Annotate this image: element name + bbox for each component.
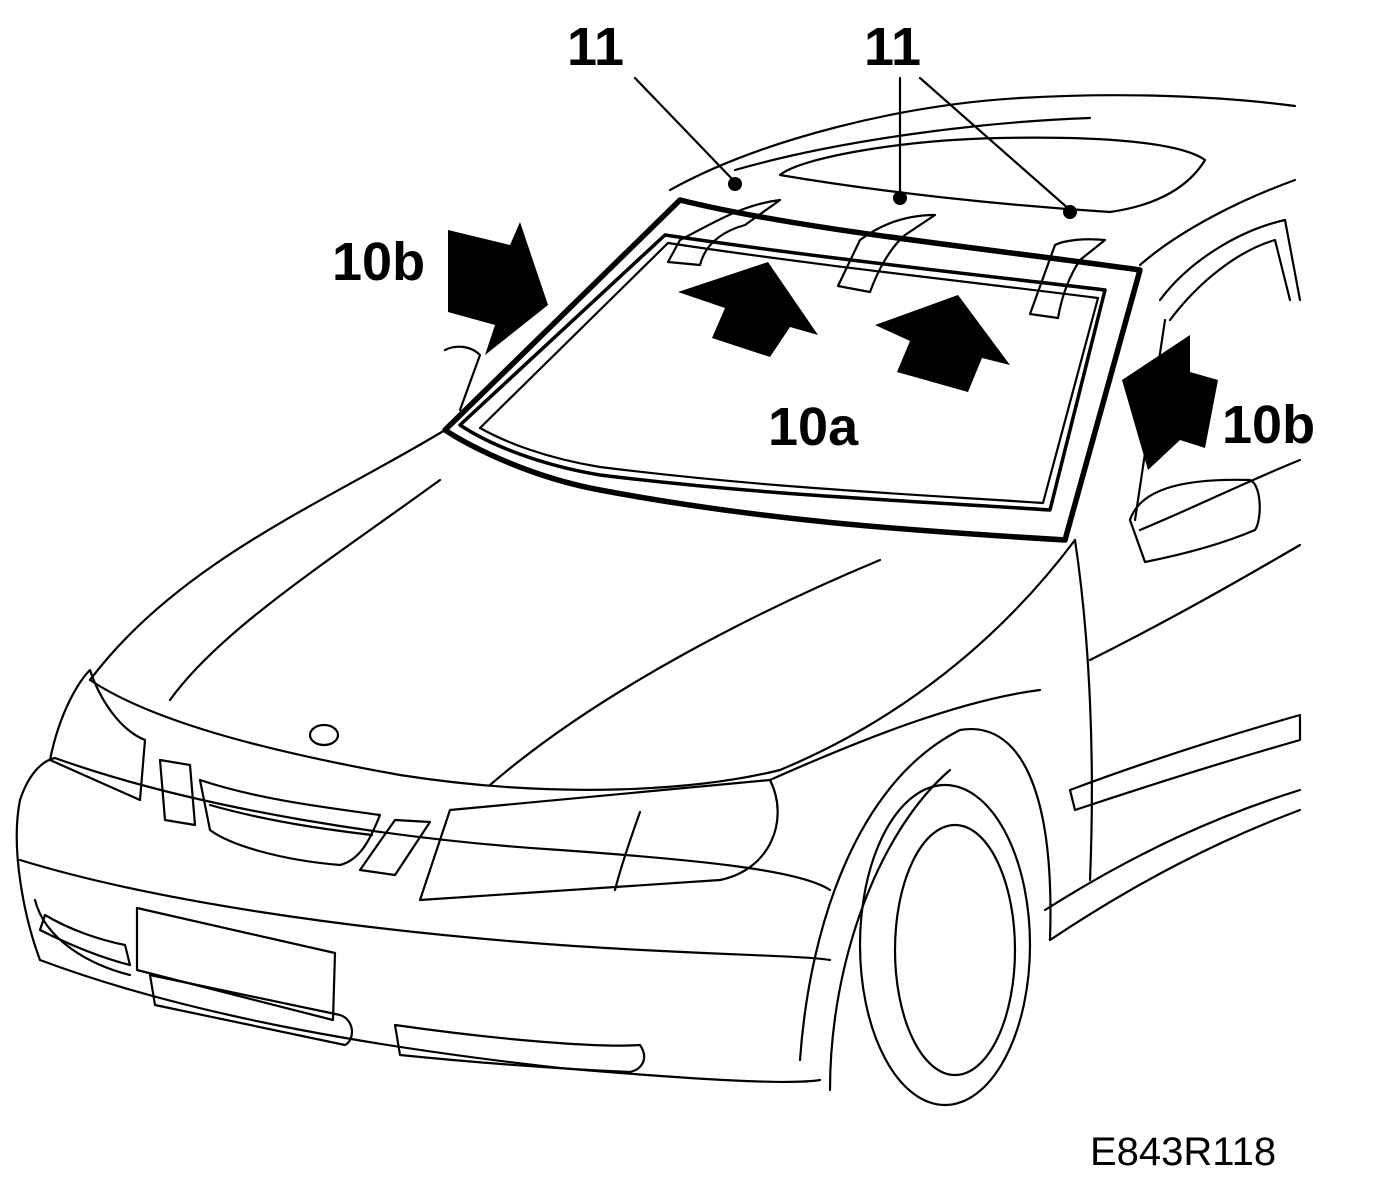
clip-middle [836,213,937,294]
clip-left [666,198,782,267]
arrow-10a-right [875,295,1010,392]
side-rail [1138,178,1297,267]
door-line [1073,538,1093,882]
clip-right [1028,238,1107,320]
grille-slat [208,803,374,837]
car-body [15,94,1302,1107]
windscreen-glass-edge [458,233,1107,512]
tyre-inner [893,823,1017,1077]
arrow-10b-right [1122,335,1218,470]
bumper-bottom [38,958,822,1084]
leader-line-clip-right [918,76,1072,212]
bumper-intake-right [393,1023,646,1074]
side-mirror [1128,478,1261,564]
windscreen [442,197,1143,543]
grille-small-left [158,758,197,827]
bumper-intake-center [148,973,353,1047]
wheel-arch [798,727,1052,1062]
clip-label-2: 11 [864,17,922,77]
headlight-left [48,668,147,802]
wheel-arch-inner [828,768,952,1092]
leader-line-clip-left [633,76,737,184]
hood-crease-2 [488,558,882,787]
headlight-right [418,778,779,902]
roof-line [668,94,1297,192]
bumper-lower [33,898,132,977]
door-side-trim [1068,713,1302,812]
front-fender [768,688,1042,782]
leader-dot-clip-middle [893,191,907,205]
hood-crease [168,478,442,702]
door-line-2 [1088,543,1302,662]
windscreen-outer-frame [442,197,1143,543]
pillar-label-left: 10b [332,232,426,292]
tyre-outer [858,783,1032,1107]
arrow-10b-left [448,222,548,355]
clips [666,198,1107,320]
arrows [448,222,1218,470]
bumper-side [15,798,42,962]
headlight-right-lens [613,810,642,892]
grille-outer [198,778,382,867]
door-belt [1138,458,1302,532]
leader-dot-clip-right [1063,205,1077,219]
left-fender-top [443,345,482,412]
pillar-label-right: 10b [1222,395,1316,455]
bumper-intake-left [38,913,132,967]
sunroof [778,136,1207,214]
windscreen-label: 10a [768,397,859,457]
sill-2 [1043,788,1302,912]
sill [1048,808,1302,942]
leader-dot-clip-left [728,177,742,191]
bumper-top [18,756,832,892]
roof-line-inner [733,116,1092,172]
bumper-mid [18,858,832,962]
licence-plate [135,906,337,1022]
arrow-10a-left [678,262,818,357]
leader-lines [633,76,1077,219]
hood-edge-left [88,428,447,682]
hood-front [88,678,782,791]
rear-door-frame-2 [1168,238,1292,322]
figure-code: E843R118 [1090,1130,1277,1174]
hood-emblem [308,723,340,747]
clip-label-1: 11 [567,17,625,77]
grille-small-right [358,818,432,877]
windscreen-inner-edge [478,241,1100,505]
rear-door-frame [1158,218,1302,302]
hood-right-edge [778,538,1077,772]
